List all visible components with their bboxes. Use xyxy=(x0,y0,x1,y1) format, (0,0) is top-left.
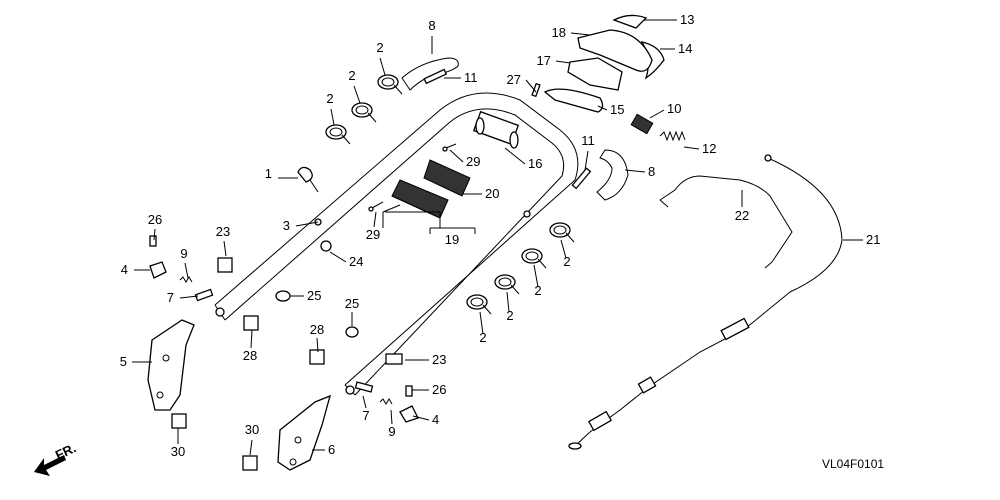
callout-number: 12 xyxy=(702,141,716,156)
callout-number: 15 xyxy=(610,102,624,117)
callout-leader-line xyxy=(479,311,484,335)
callout-leader-line xyxy=(449,149,464,163)
callout-number: 29 xyxy=(366,227,380,242)
callout-number: 11 xyxy=(464,70,478,85)
callout-number: 11 xyxy=(581,133,595,148)
callout-leader-line xyxy=(597,105,608,111)
pin-right xyxy=(571,167,592,190)
callout-number: 7 xyxy=(167,290,174,305)
callout-number: 20 xyxy=(485,186,499,201)
callout-number: 18 xyxy=(552,25,566,40)
callout-number: 17 xyxy=(537,53,551,68)
callout-leader-line xyxy=(179,295,199,299)
callout-leader-line xyxy=(362,395,367,409)
callout-number: 14 xyxy=(678,41,692,56)
callout-leader-line xyxy=(250,329,253,349)
callout-number: 2 xyxy=(479,330,486,345)
callout-number: 23 xyxy=(216,224,230,239)
callout-number: 23 xyxy=(432,352,446,367)
callout-number: 2 xyxy=(326,91,333,106)
callout-labels: 1222222234456778899101111121314151617181… xyxy=(120,12,881,459)
callout-leader-line xyxy=(533,264,539,288)
callout-number: 1 xyxy=(265,166,272,181)
callout-number: 2 xyxy=(563,254,570,269)
callout-number: 29 xyxy=(466,154,480,169)
callout-leader-line xyxy=(316,337,319,353)
callout-leader-line xyxy=(570,32,591,36)
control-rod xyxy=(659,175,793,269)
callout-leader-line xyxy=(223,240,227,257)
callout-number: 30 xyxy=(245,422,259,437)
callout-number: 2 xyxy=(506,308,513,323)
bracket-left xyxy=(147,319,195,411)
callout-number: 8 xyxy=(648,164,655,179)
control-bracket xyxy=(472,110,520,149)
callout-number: 26 xyxy=(148,212,162,227)
callout-leader-line xyxy=(379,57,386,76)
callout-number: 5 xyxy=(120,354,127,369)
handle-frame xyxy=(214,92,579,396)
callout-number: 26 xyxy=(432,382,446,397)
callout-number: 2 xyxy=(376,40,383,55)
cable-clamps xyxy=(325,74,575,315)
callout-leader-line xyxy=(504,147,526,165)
callout-number: 10 xyxy=(667,101,681,116)
callout-number: 9 xyxy=(180,246,187,261)
callout-number: 4 xyxy=(432,412,439,427)
callout-leader-line xyxy=(390,409,393,425)
throttle-cable xyxy=(568,154,843,450)
small-hardware xyxy=(149,166,419,471)
callout-number: 25 xyxy=(307,288,321,303)
callout-leader-line xyxy=(555,60,571,64)
callout-leader-line xyxy=(353,85,361,104)
throttle-lever-assembly xyxy=(531,14,665,113)
callout-number: 27 xyxy=(507,72,521,87)
callout-number: 8 xyxy=(428,18,435,33)
callout-number: 9 xyxy=(388,424,395,439)
callout-number: 16 xyxy=(528,156,542,171)
callout-number: 6 xyxy=(328,442,335,457)
grip-tube-upper xyxy=(401,57,459,91)
callout-leader-line xyxy=(184,262,189,279)
spring-and-holder xyxy=(630,113,686,142)
callout-number: 3 xyxy=(283,218,290,233)
pin-upper xyxy=(423,68,448,85)
callout-number: 19 xyxy=(445,232,459,247)
callout-leader-line xyxy=(624,169,646,173)
callout-leader-line xyxy=(649,109,665,119)
callout-number: 4 xyxy=(121,262,128,277)
callout-leader-line xyxy=(153,228,156,241)
front-direction-label: FR. xyxy=(53,440,78,462)
callout-number: 28 xyxy=(310,322,324,337)
callout-leader-line xyxy=(412,415,430,421)
grip-tube-right xyxy=(596,149,629,201)
callout-number: 25 xyxy=(345,296,359,311)
diagram-reference-code: VL04F0101 xyxy=(822,457,884,471)
callout-leader-line xyxy=(329,251,347,263)
callout-leader-line xyxy=(506,291,510,313)
callout-leader-line xyxy=(683,146,700,150)
callout-leader-line xyxy=(560,239,567,259)
callout-number: 22 xyxy=(735,208,749,223)
screws xyxy=(368,143,457,212)
callout-leader-line xyxy=(330,108,335,126)
callout-number: 30 xyxy=(171,444,185,459)
callout-leader-line xyxy=(584,150,589,171)
callout-number: 24 xyxy=(349,254,363,269)
callout-number: 2 xyxy=(348,68,355,83)
callout-leader-line xyxy=(295,221,319,227)
handle-cover xyxy=(382,159,476,234)
callout-leader-line xyxy=(373,211,377,228)
callout-number: 21 xyxy=(866,232,880,247)
callout-number: 13 xyxy=(680,12,694,27)
callout-number: 2 xyxy=(534,283,541,298)
callout-leader-line xyxy=(249,439,253,456)
callout-number: 28 xyxy=(243,348,257,363)
bracket-right xyxy=(277,394,331,471)
callout-number: 7 xyxy=(362,408,369,423)
callout-leader-line xyxy=(525,79,537,93)
front-arrow-icon xyxy=(34,455,66,476)
